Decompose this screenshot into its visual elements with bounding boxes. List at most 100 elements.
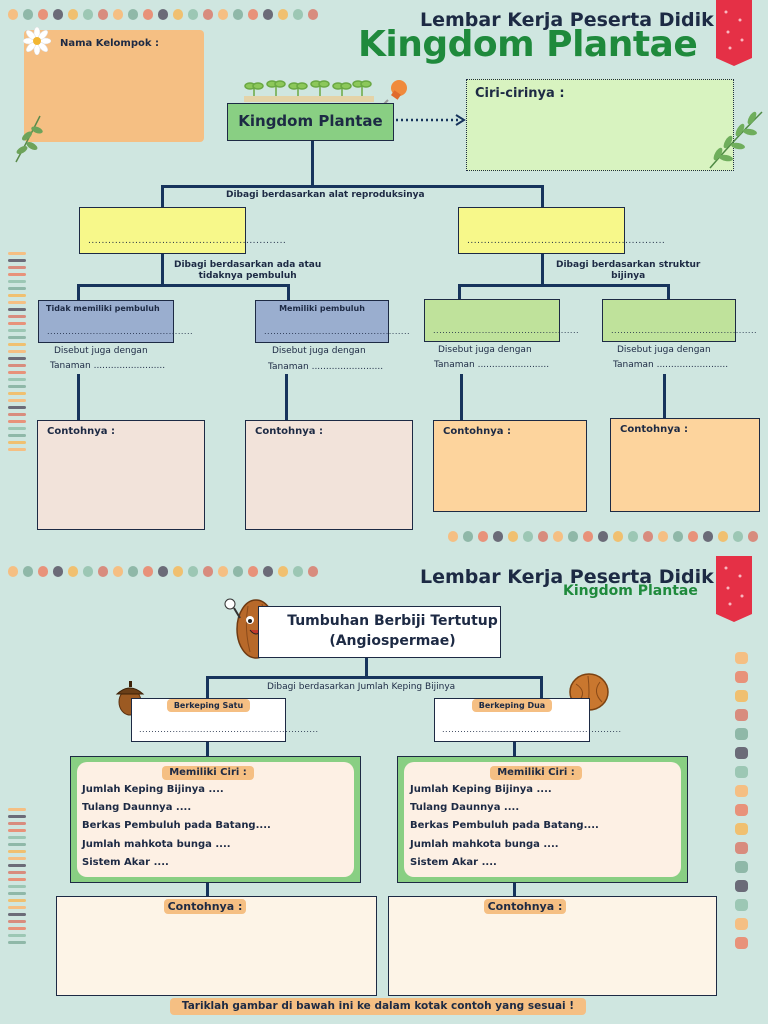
- decor-dot: [143, 9, 153, 20]
- decor-dot: [53, 9, 63, 20]
- decor-dash: [8, 829, 26, 832]
- right-category-box[interactable]: ........................................…: [458, 207, 665, 254]
- decor-dash: [8, 315, 26, 318]
- group-name-box[interactable]: Nama Kelompok :: [24, 30, 204, 142]
- contoh-box-1[interactable]: Contohnya :: [37, 420, 205, 530]
- decor-dash: [8, 392, 26, 395]
- decor-dash: [8, 280, 26, 283]
- decor-dash: [8, 357, 26, 360]
- right-category-blank: ........................................…: [467, 236, 666, 246]
- decor-dot: [53, 566, 63, 577]
- decor-dot: [203, 9, 213, 20]
- decor-dash: [8, 871, 26, 874]
- decor-dash: [8, 378, 26, 381]
- decor-dot: [23, 9, 33, 20]
- decor-dot: [735, 747, 748, 759]
- contoh-label: Contohnya :: [484, 899, 566, 914]
- decor-dot: [83, 9, 93, 20]
- decor-dash: [8, 448, 26, 451]
- contoh-box-2[interactable]: Contohnya :: [245, 420, 413, 530]
- decor-dot: [278, 9, 288, 20]
- contoh-box-4[interactable]: Contohnya :: [610, 418, 760, 512]
- decor-dash: [8, 906, 26, 909]
- contoh-box-3[interactable]: Contohnya :: [433, 420, 587, 512]
- sprouts-icon: [244, 80, 374, 102]
- criteria-item: Jumlah mahkota bunga ....: [82, 839, 231, 850]
- connector: [161, 185, 164, 208]
- decor-dot: [478, 531, 488, 542]
- decor-dash: [8, 920, 26, 923]
- decor-dot: [553, 531, 563, 542]
- decor-dot: [523, 531, 533, 542]
- criteria-item: Jumlah mahkota bunga ....: [410, 839, 559, 850]
- top-dot-row-2: [8, 566, 318, 577]
- decor-dot: [263, 9, 273, 20]
- criteria-item: Sistem Akar ....: [410, 857, 497, 868]
- decor-dot: [68, 566, 78, 577]
- decor-dash: [8, 294, 26, 297]
- decor-dot: [643, 531, 653, 542]
- ciri-cirinya-box[interactable]: Ciri-cirinya :: [466, 79, 734, 171]
- pushpin-icon: [382, 80, 407, 106]
- decor-dash: [8, 822, 26, 825]
- split-label-keping: Dibagi berdasarkan Jumlah Keping Bijinya: [267, 682, 456, 692]
- leaf-box-memiliki-pembuluh[interactable]: Memiliki pembuluh ......................…: [255, 300, 410, 343]
- decor-dash: [8, 836, 26, 839]
- decor-dot: [735, 652, 748, 664]
- contoh-label: Contohnya :: [620, 424, 688, 435]
- split-label-biji: Dibagi berdasarkan struktur bijinya: [556, 260, 701, 281]
- decor-dot: [735, 918, 748, 930]
- connector: [667, 284, 670, 300]
- decor-dot: [98, 9, 108, 20]
- left-category-box[interactable]: ........................................…: [79, 207, 286, 254]
- decor-dot: [143, 566, 153, 577]
- decor-dot: [248, 566, 258, 577]
- berkeping-satu-tag: Berkeping Satu: [167, 699, 250, 712]
- connector: [206, 676, 209, 698]
- decor-dash: [8, 913, 26, 916]
- decor-dot: [233, 9, 243, 20]
- leaf-box-tidak-pembuluh[interactable]: Tidak memiliki pembuluh ................…: [38, 300, 193, 343]
- decor-dash: [8, 336, 26, 339]
- decor-dash: [8, 934, 26, 937]
- disebut-label: Disebut juga dengan: [54, 346, 148, 356]
- decor-dash: [8, 815, 26, 818]
- decor-dot: [703, 531, 713, 542]
- connector: [77, 284, 290, 287]
- decor-dot: [583, 531, 593, 542]
- blank-line: ........................................…: [442, 725, 622, 734]
- connector: [161, 185, 544, 188]
- blank-line: ........................................…: [139, 725, 319, 734]
- tanaman-label: Tanaman .........................: [50, 361, 166, 371]
- decor-dash: [8, 941, 26, 944]
- right-dot-column: [735, 652, 748, 956]
- ciri-title: Memiliki Ciri :: [490, 766, 582, 780]
- decor-dash: [8, 329, 26, 332]
- decor-dot: [158, 9, 168, 20]
- connector: [541, 254, 544, 286]
- decor-dash: [8, 927, 26, 930]
- decor-dash: [8, 343, 26, 346]
- criteria-item: Berkas Pembuluh pada Batang....: [82, 820, 271, 831]
- decor-dot: [8, 566, 18, 577]
- root-kingdom-plantae-label: Kingdom Plantae: [238, 112, 383, 130]
- leaf-blank: ........................................…: [47, 327, 194, 336]
- dotted-arrow: [396, 114, 466, 126]
- decor-dot: [233, 566, 243, 577]
- criteria-item: Sistem Akar ....: [82, 857, 169, 868]
- decor-dash: [8, 259, 26, 262]
- leaf-box-3[interactable]: ........................................…: [424, 299, 579, 342]
- connector: [206, 676, 543, 679]
- connector: [206, 883, 209, 897]
- decor-dash: [8, 301, 26, 304]
- decor-dot: [188, 566, 198, 577]
- instruction-banner: Tariklah gambar di bawah ini ke dalam ko…: [170, 998, 586, 1015]
- top-dot-row: [8, 9, 318, 20]
- connector: [513, 742, 516, 757]
- decor-dash: [8, 808, 26, 811]
- contoh-label: Contohnya :: [443, 426, 511, 437]
- decor-dot: [113, 9, 123, 20]
- ciri-cirinya-label: Ciri-cirinya :: [475, 86, 565, 101]
- leaf-box-4[interactable]: ........................................…: [602, 299, 757, 342]
- fern-leaf-icon: [709, 111, 763, 169]
